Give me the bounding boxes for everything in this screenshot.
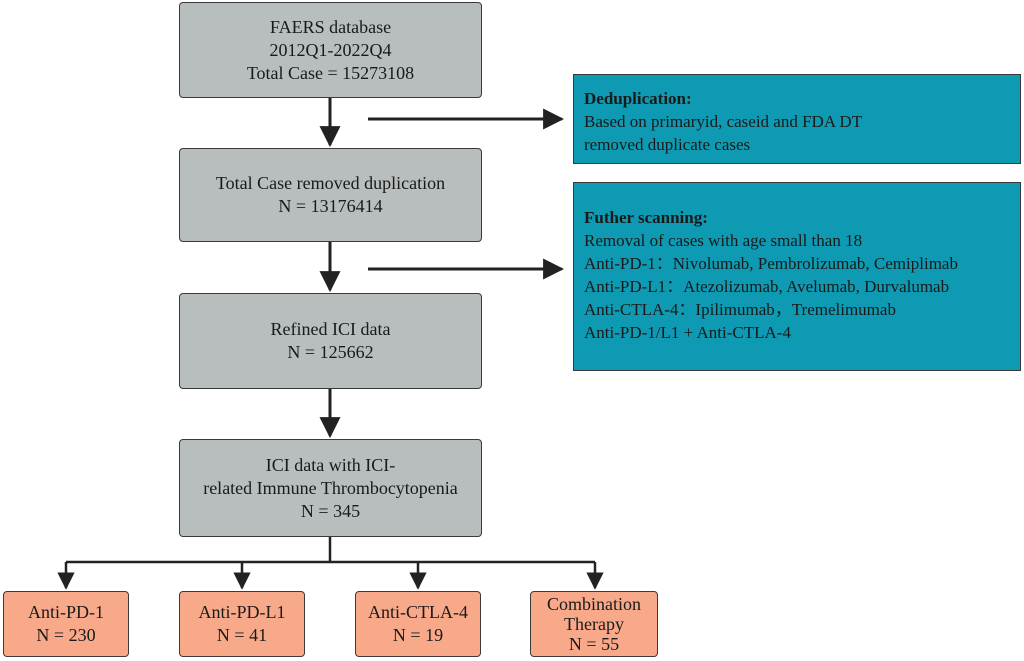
note-text: Removal of cases with age small than 18 [584,231,863,250]
note-text: Anti-CTLA-4：Ipilimumab，Tremelimumab [584,300,896,319]
note-title: Deduplication: [584,89,692,108]
note-text: removed duplicate cases [584,135,751,154]
group-count: N = 55 [568,634,620,654]
note-text: Anti-PD-1/L1 + Anti-CTLA-4 [584,323,791,342]
box-text: FAERS database [269,16,392,37]
box-text: related Immune Thrombocytopenia [203,477,458,498]
box-text: 2012Q1-2022Q4 [269,39,392,60]
box-text: N = 345 [300,500,361,521]
note-title: Futher scanning: [584,208,708,227]
box-text: N = 125662 [287,342,374,362]
group-label: Anti-PD-1 [28,602,104,622]
group-label: Therapy [564,614,624,634]
box-text: Total Case removed duplication [215,173,446,193]
group-label: Anti-CTLA-4 [368,602,468,622]
group-count: N = 19 [392,625,444,645]
group-anti-pd-1: Anti-PD-1 N = 230 [3,591,129,657]
group-anti-pd-l1: Anti-PD-L1 N = 41 [179,591,305,657]
further-scanning-note: Futher scanning: Removal of cases with a… [573,182,1021,371]
note-text: Based on primaryid, caseid and FDA DT [584,112,863,131]
note-text: Anti-PD-L1：Atezolizumab, Avelumab, Durva… [584,277,950,296]
group-combination-therapy: Combination Therapy N = 55 [530,591,658,657]
box-text: ICI data with ICI- [265,454,396,475]
faers-database-box: FAERS database 2012Q1-2022Q4 Total Case … [179,2,482,98]
group-label: Combination [547,594,641,614]
deduplication-note: Deduplication: Based on primaryid, casei… [573,74,1021,164]
box-text: Refined ICI data [270,319,391,339]
note-text: Anti-PD-1：Nivolumab, Pembrolizumab, Cemi… [584,254,958,273]
group-count: N = 41 [216,625,268,645]
ici-thrombocytopenia-box: ICI data with ICI- related Immune Thromb… [179,439,482,537]
box-text: N = 13176414 [278,196,383,216]
box-text: Total Case = 15273108 [246,62,415,83]
deduplicated-cases-box: Total Case removed duplication N = 13176… [179,148,482,242]
group-anti-ctla-4: Anti-CTLA-4 N = 19 [355,591,481,657]
group-count: N = 230 [36,625,96,645]
refined-ici-data-box: Refined ICI data N = 125662 [179,293,482,389]
group-label: Anti-PD-L1 [198,602,286,622]
